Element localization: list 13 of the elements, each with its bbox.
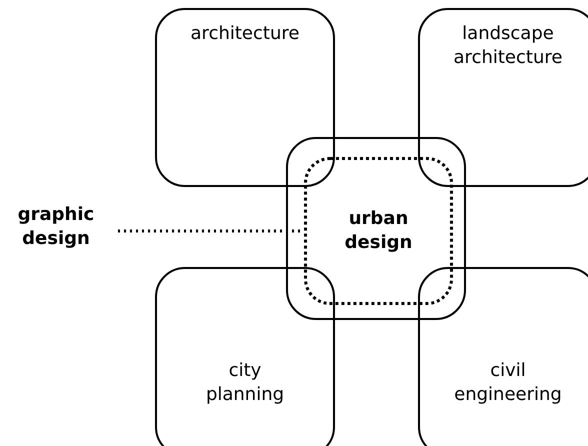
field-box xyxy=(286,137,466,320)
box-label: architecture xyxy=(190,22,300,46)
box-label: city planning xyxy=(204,359,286,407)
dotted-box xyxy=(304,157,453,305)
field-box xyxy=(418,267,588,446)
dotted-connector xyxy=(118,230,303,232)
box-label: urban design xyxy=(344,207,414,255)
field-box xyxy=(155,267,335,446)
field-box xyxy=(155,8,335,187)
box-label: landscape architecture xyxy=(452,22,564,70)
box-label: civil engineering xyxy=(453,359,563,407)
field-box xyxy=(418,8,588,187)
box-label: graphic design xyxy=(16,203,96,251)
